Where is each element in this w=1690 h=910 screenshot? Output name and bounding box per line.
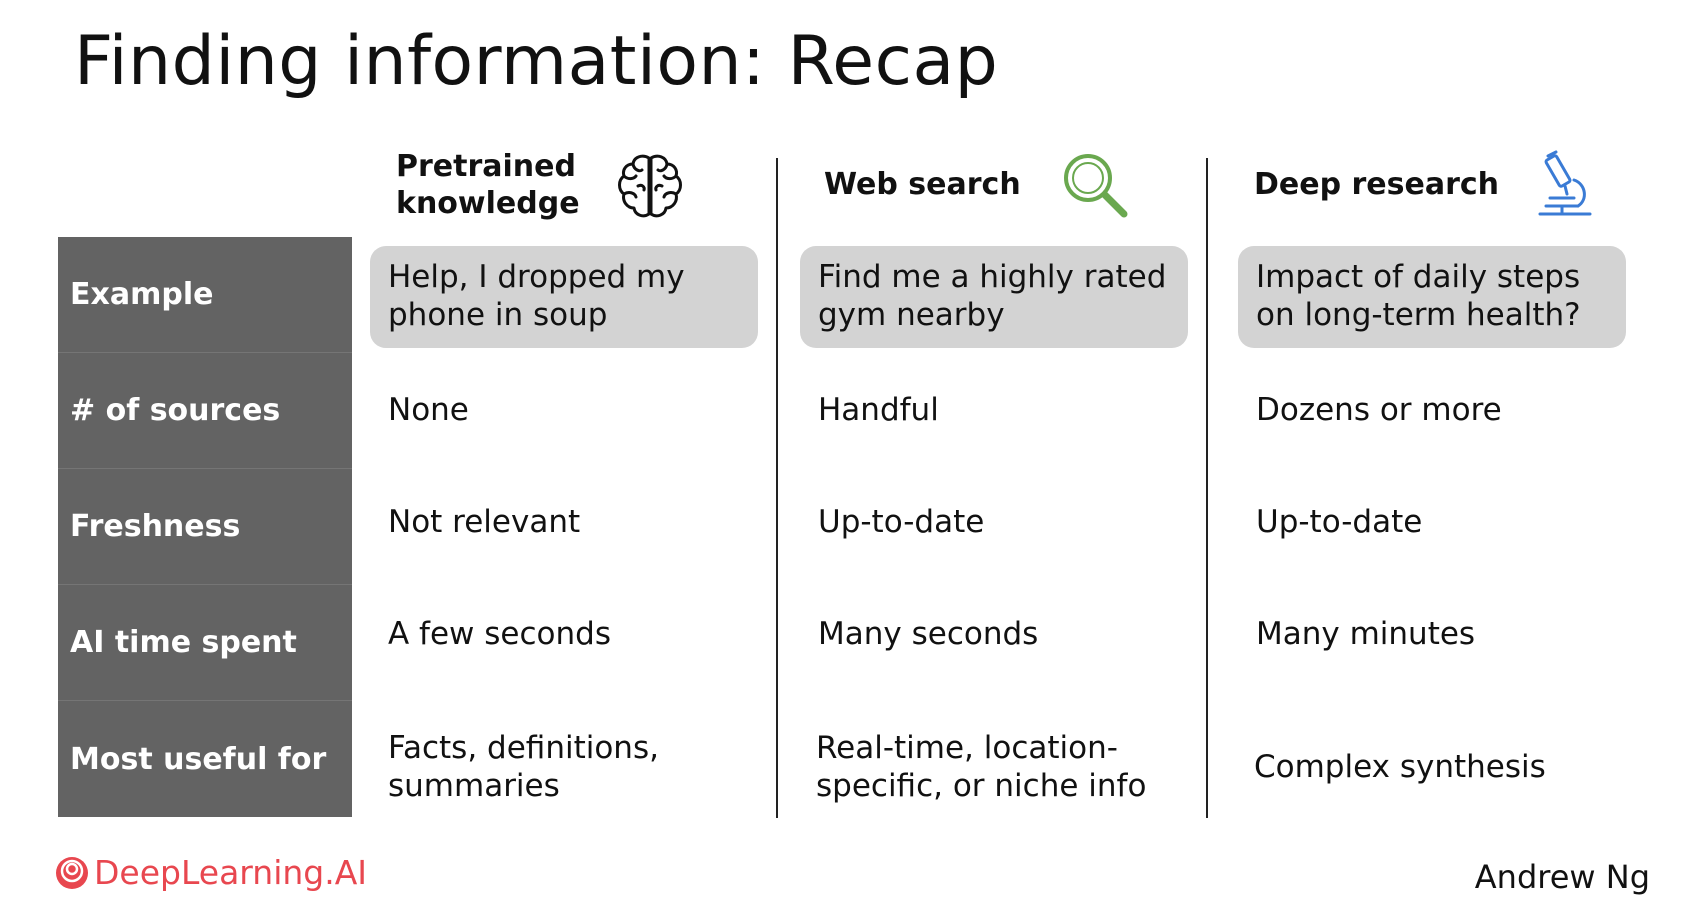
time-pretrained: A few seconds (388, 616, 611, 652)
row-label-time: AI time spent (58, 585, 352, 701)
row-label-sources: # of sources (58, 353, 352, 469)
useful-text: summaries (388, 768, 560, 804)
brain-icon (618, 154, 682, 218)
row-label-example: Example (58, 237, 352, 353)
row-label-column: Example # of sources Freshness AI time s… (58, 237, 352, 817)
useful-pretrained: Facts, definitions, summaries (388, 729, 659, 805)
column-header-web-search: Web search (824, 167, 1021, 202)
example-text: phone in soup (388, 297, 608, 333)
freshness-web-search: Up-to-date (818, 504, 985, 540)
column-header-deep-research: Deep research (1254, 167, 1500, 202)
useful-text: specific, or niche info (816, 768, 1147, 804)
example-text: Help, I dropped my (388, 259, 685, 295)
sources-pretrained: None (388, 392, 469, 428)
time-web-search: Many seconds (818, 616, 1039, 652)
row-label-freshness: Freshness (58, 469, 352, 585)
useful-web-search: Real-time, location- specific, or niche … (816, 729, 1146, 805)
brand-logo: DeepLearning.AI (54, 853, 367, 892)
slide-title: Finding information: Recap (74, 22, 999, 101)
useful-deep-research: Complex synthesis (1254, 749, 1546, 785)
author-name: Andrew Ng (1474, 858, 1650, 896)
brand-name: DeepLearning.AI (94, 853, 368, 892)
example-text: Find me a highly rated (818, 259, 1167, 295)
useful-text: Facts, definitions, (388, 730, 659, 766)
example-pill-web-search: Find me a highly rated gym nearby (800, 246, 1188, 348)
sources-deep-research: Dozens or more (1256, 392, 1502, 428)
example-text: gym nearby (818, 297, 1005, 333)
row-label-useful: Most useful for (70, 741, 327, 777)
sources-web-search: Handful (818, 392, 939, 428)
header-line: knowledge (396, 186, 580, 221)
example-pill-pretrained: Help, I dropped my phone in soup (370, 246, 758, 348)
brand-mark-icon (56, 856, 88, 889)
freshness-deep-research: Up-to-date (1256, 504, 1423, 540)
useful-text: Real-time, location- (816, 730, 1118, 766)
magnifier-icon (1064, 154, 1128, 218)
example-text: on long-term health? (1256, 297, 1581, 333)
freshness-pretrained: Not relevant (388, 504, 581, 540)
example-text: Impact of daily steps (1256, 259, 1581, 295)
example-pill-deep-research: Impact of daily steps on long-term healt… (1238, 246, 1626, 348)
time-deep-research: Many minutes (1256, 616, 1476, 652)
microscope-icon (1538, 150, 1592, 216)
column-divider (776, 158, 778, 818)
header-line: Pretrained (396, 149, 576, 184)
column-divider (1206, 158, 1208, 818)
column-header-pretrained: Pretrained knowledge (396, 148, 580, 222)
